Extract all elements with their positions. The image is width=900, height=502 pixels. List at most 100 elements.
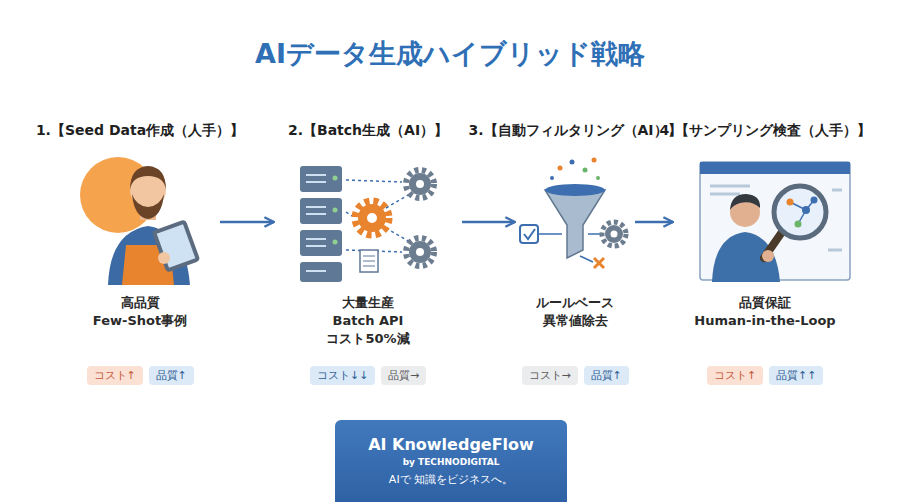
- rating-tag: 品質↑↑: [769, 366, 823, 385]
- worker-illustration-part: [130, 166, 166, 190]
- description-line: コスト50%減: [326, 330, 409, 348]
- inspection-illustration-part: [828, 249, 842, 252]
- step-heading: 3.【自動フィルタリング（AI）】: [468, 122, 681, 140]
- rating-tag: コスト↓↓: [310, 366, 375, 385]
- tag-text: コスト↑: [714, 369, 756, 382]
- inspection-illustration-part: [762, 250, 774, 262]
- worker-illustration: [80, 157, 200, 285]
- step-heading: 4.【サンプリング検査（人手）】: [659, 122, 870, 140]
- worker-illustration-part: [132, 194, 164, 219]
- flow-arrow: [220, 221, 274, 224]
- inspection-illustration-part: [795, 221, 802, 228]
- batch-illustration-part: [346, 180, 402, 182]
- step-description: 高品質Few-Shot事例: [93, 294, 187, 330]
- process-step: 3.【自動フィルタリング（AI）】ルールベース異常値除去コスト→品質↑: [515, 118, 635, 390]
- tag-text: 品質↑↑: [776, 369, 816, 382]
- process-step: 2.【Batch生成（AI）】大量生産Batch APIコスト50%減コスト↓↓…: [274, 118, 462, 390]
- batch-illustration-part: [416, 248, 424, 256]
- batch-illustration-part: [363, 256, 375, 257]
- rating-tag: コスト→: [522, 366, 578, 385]
- batch-illustration: [300, 166, 434, 282]
- batch-illustration-part: [300, 166, 342, 192]
- batch-illustration-part: [409, 173, 431, 195]
- batch-illustration-part: [306, 181, 326, 183]
- batch-illustration-part: [363, 266, 375, 267]
- tag-text: コスト→: [529, 369, 571, 382]
- inspection-illustration-part: [710, 185, 750, 188]
- inspection-illustration-part: [811, 197, 818, 204]
- funnel-illustration-part: [524, 229, 535, 239]
- inspection-illustration-part: [712, 232, 780, 282]
- funnel-illustration-part: [583, 168, 588, 173]
- brand-owner: by TECHNODIGITAL: [403, 455, 500, 469]
- batch-illustration-part: [306, 238, 326, 240]
- funnel-illustration: [520, 158, 626, 269]
- funnel-illustration-part: [538, 233, 562, 235]
- inspection-illustration-part: [832, 189, 842, 192]
- funnel-illustration-part: [558, 166, 563, 171]
- description-line: Few-Shot事例: [93, 312, 187, 330]
- batch-illustration-part: [333, 208, 338, 213]
- funnel-illustration-part: [592, 158, 597, 163]
- tag-text: 品質↑: [156, 369, 187, 382]
- batch-illustration-part: [306, 245, 326, 247]
- funnel-illustration-part: [596, 176, 600, 180]
- brand-slogan: AIで 知識をビジネスへ。: [389, 471, 513, 489]
- batch-illustration-part: [358, 204, 386, 232]
- worker-illustration-part: [158, 252, 170, 264]
- step-heading: 1.【Seed Data作成（人手）】: [36, 122, 244, 140]
- batch-illustration-part: [300, 230, 342, 256]
- batch-illustration-part: [406, 170, 434, 198]
- batch-illustration-part: [409, 241, 431, 263]
- batch-illustration-part: [306, 270, 326, 272]
- description-line: 高品質: [93, 294, 187, 312]
- funnel-illustration-part: [545, 190, 605, 258]
- tag-text: 品質→: [388, 369, 419, 382]
- tag-text: コスト↑: [94, 369, 136, 382]
- description-line: ルールベース: [536, 294, 614, 312]
- funnel-illustration-part: [550, 176, 554, 180]
- description-line: 大量生産: [326, 294, 409, 312]
- batch-illustration-part: [300, 198, 342, 224]
- step-description: 大量生産Batch APIコスト50%減: [326, 294, 409, 348]
- batch-illustration-part: [346, 212, 352, 216]
- description-line: Batch API: [326, 312, 409, 330]
- tag-text: コスト↓↓: [317, 369, 368, 382]
- batch-illustration-part: [386, 194, 410, 208]
- rating-tag: 品質→: [381, 366, 426, 385]
- batch-illustration-part: [386, 228, 410, 242]
- batch-illustration-part: [367, 213, 377, 223]
- inspection-illustration-part: [774, 186, 826, 238]
- funnel-illustration-part: [594, 258, 604, 268]
- inspection-illustration-part: [802, 206, 810, 214]
- rating-tag: 品質↑: [584, 366, 629, 385]
- step-description: 品質保証Human-in-the-Loop: [694, 294, 835, 330]
- funnel-illustration-part: [520, 225, 538, 243]
- batch-illustration-part: [406, 238, 434, 266]
- funnel-illustration-part: [605, 225, 623, 243]
- inspection-illustration: [700, 162, 850, 282]
- batch-illustration-part: [333, 176, 338, 181]
- funnel-illustration-part: [580, 256, 593, 262]
- batch-illustration-part: [363, 261, 375, 262]
- funnel-illustration-part: [570, 160, 575, 165]
- batch-illustration-part: [306, 174, 326, 176]
- step-heading: 2.【Batch生成（AI）】: [288, 122, 448, 140]
- flow-arrow: [462, 221, 515, 224]
- description-line: 異常値除去: [536, 312, 614, 330]
- inspection-illustration-part: [700, 162, 850, 174]
- batch-illustration-part: [300, 262, 342, 282]
- diagram-title: AIデータ生成ハイブリッド戦略: [0, 36, 900, 72]
- batch-illustration-part: [355, 201, 389, 235]
- batch-illustration-part: [306, 213, 326, 215]
- batch-illustration-part: [416, 180, 424, 188]
- funnel-illustration-part: [611, 231, 618, 238]
- process-step: 1.【Seed Data作成（人手）】高品質Few-Shot事例コスト↑品質↑: [60, 118, 220, 390]
- tag-text: 品質↑: [591, 369, 622, 382]
- funnel-illustration-part: [602, 222, 626, 246]
- funnel-illustration-part: [588, 233, 600, 235]
- batch-illustration-part: [333, 240, 338, 245]
- description-line: 品質保証: [694, 294, 835, 312]
- worker-illustration-part-part: [152, 219, 201, 273]
